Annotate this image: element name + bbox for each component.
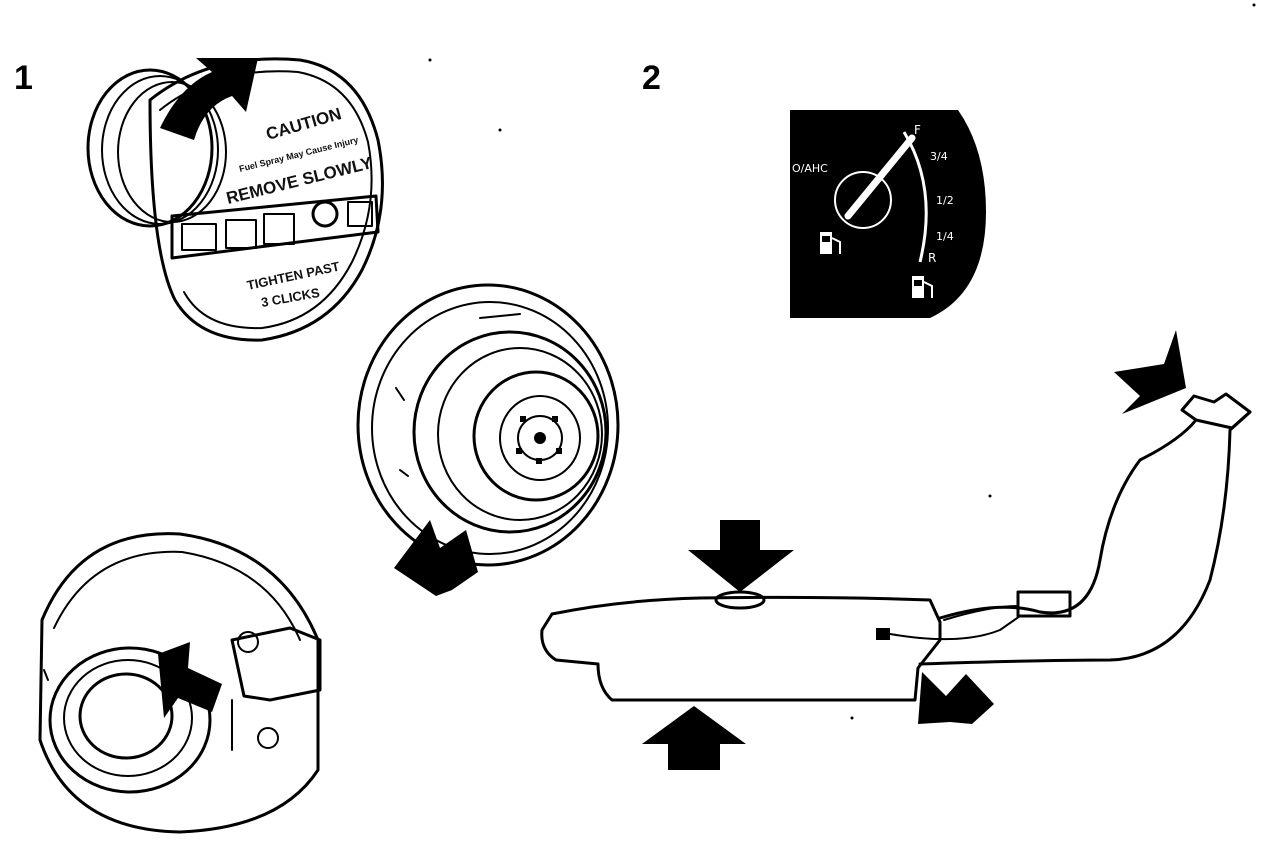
arrow-icon — [688, 520, 794, 592]
fuel-tank — [540, 595, 942, 702]
arrow-icon — [642, 706, 746, 770]
fuel-pump-icon — [820, 232, 841, 254]
fuel-tank-illustration — [540, 330, 1252, 770]
gauge-side-label: O/AHC — [792, 162, 828, 175]
arrow-icon — [160, 58, 258, 140]
fuel-cap-illustration: CAUTION Fuel Spray May Cause Injury REMO… — [86, 57, 384, 342]
step-number-2: 2 — [642, 59, 661, 97]
arrow-icon — [158, 642, 222, 718]
arrow-icon — [394, 520, 478, 596]
step-number-1: 1 — [14, 59, 33, 97]
cap-caution-text: CAUTION — [264, 104, 344, 144]
cap-underside-illustration — [356, 283, 620, 596]
gauge-mark-full: F — [914, 123, 921, 137]
arrow-icon — [918, 672, 994, 724]
filler-door-illustration — [38, 532, 322, 834]
fuel-pump-icon — [912, 276, 933, 298]
gauge-mark-reserve: R — [928, 251, 936, 265]
gauge-mark-half: 1/2 — [936, 194, 954, 207]
cap-tighten-text: TIGHTEN PAST — [246, 259, 341, 293]
gauge-mark-three-quarter: 3/4 — [930, 150, 948, 163]
arrow-icon — [1114, 330, 1186, 414]
filler-neck — [938, 418, 1198, 620]
gauge-mark-quarter: 1/4 — [936, 230, 954, 243]
fuel-gauge-illustration: F 3/4 1/2 1/4 R O/AHC — [790, 110, 986, 318]
cap-clicks-text: 3 CLICKS — [260, 285, 321, 310]
